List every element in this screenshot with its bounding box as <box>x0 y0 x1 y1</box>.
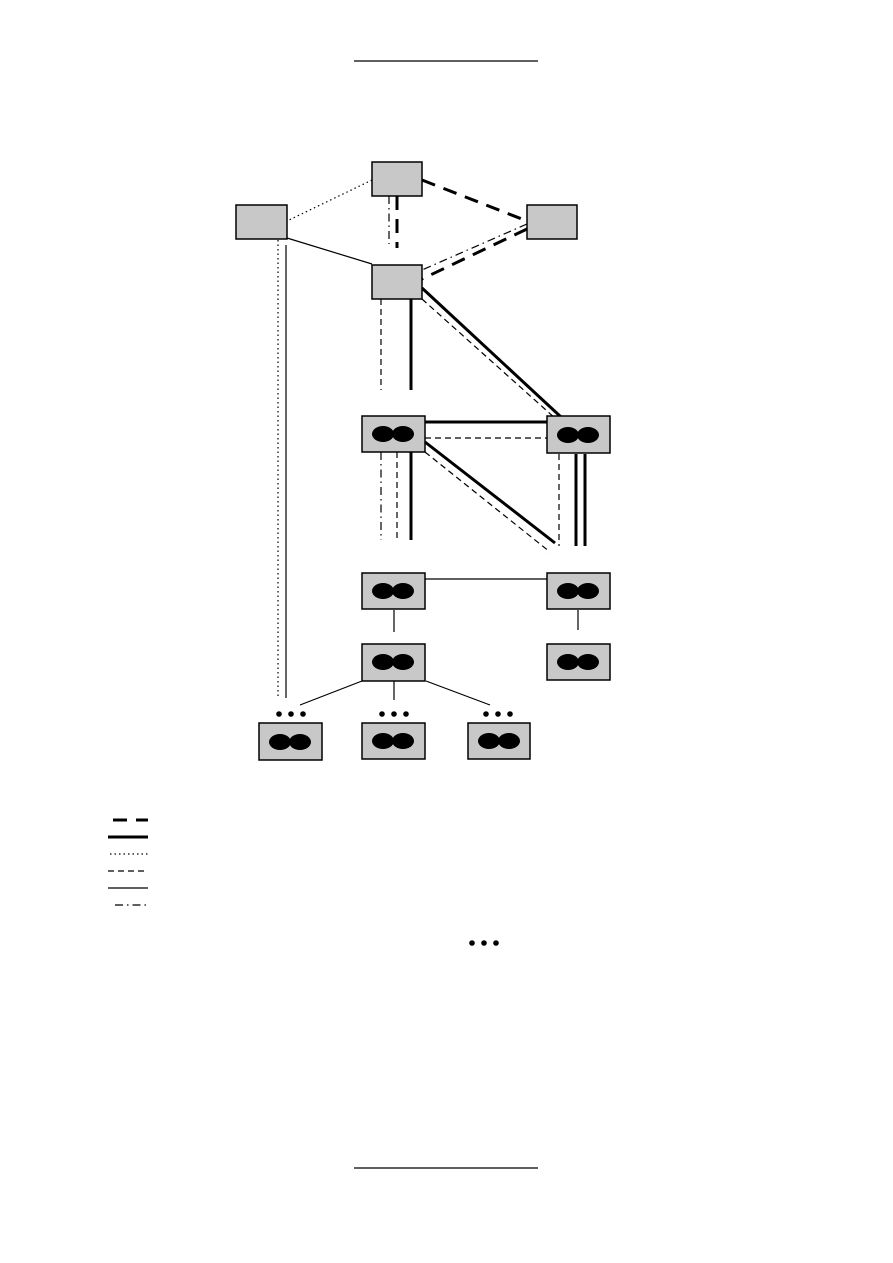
link-top-right-thickdash <box>421 178 528 223</box>
link-hub-diag-thick <box>420 286 563 419</box>
node-lower-left <box>361 572 426 610</box>
node-leaf-3 <box>467 722 531 760</box>
link-right-hub-dashdot <box>421 223 528 271</box>
node-lower-right <box>546 572 611 610</box>
connections <box>277 178 587 706</box>
link-hub-diag-dashed <box>421 298 557 420</box>
node-top <box>371 161 423 197</box>
node-mid-right <box>546 415 611 454</box>
ellipsis-markers <box>276 711 513 717</box>
link-left-hub-thin <box>286 237 373 265</box>
legend-ellipsis-icon <box>469 940 499 946</box>
link-fan-right <box>425 680 491 706</box>
node-branch <box>361 643 426 682</box>
link-right-hub-thickdash <box>421 227 528 281</box>
link-top-left-dotted <box>286 179 373 222</box>
node-leaf-2 <box>361 722 426 760</box>
legend <box>108 818 148 906</box>
node-hub <box>371 264 423 300</box>
ellipsis-icon <box>483 711 513 717</box>
nodes <box>235 161 611 761</box>
node-right <box>526 204 578 240</box>
link-mid-diag-thick <box>424 440 556 545</box>
node-side <box>546 643 611 681</box>
ellipsis-icon <box>276 711 306 717</box>
link-fan-left <box>299 680 363 706</box>
node-left <box>235 204 288 240</box>
ellipsis-icon <box>379 711 409 717</box>
link-mid-diag-dashed <box>424 451 551 553</box>
node-leaf-1 <box>258 722 323 761</box>
node-mid-left <box>361 415 426 453</box>
